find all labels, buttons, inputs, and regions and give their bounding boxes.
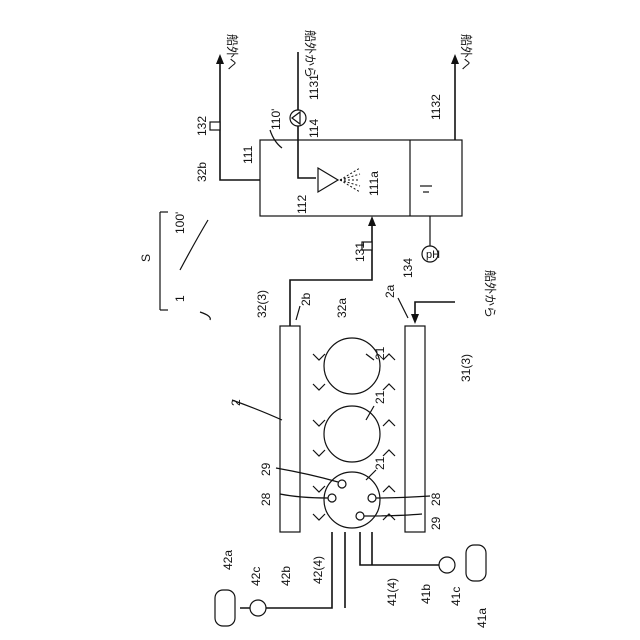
- label-1: 1: [173, 295, 187, 302]
- label-ph: pH: [426, 249, 440, 261]
- label-29-lower: 29: [429, 516, 443, 530]
- label-to-outboard-1: 船外へ: [225, 34, 239, 70]
- scrubber-tank-111: [260, 140, 462, 216]
- label-32b: 32b: [195, 162, 209, 182]
- label-21-middle: 21: [373, 390, 387, 404]
- label-41a: 41a: [475, 608, 489, 628]
- pump-41c: [439, 557, 455, 573]
- valve-28-left: [328, 494, 336, 502]
- label-32-3: 32(3): [255, 290, 269, 318]
- valve-29-lower: [356, 512, 364, 520]
- label-from-outboard-1: 船外から: [303, 30, 317, 78]
- label-21-bottom: 21: [373, 456, 387, 470]
- exhaust-manifold-2b: [280, 326, 300, 532]
- label-100: 100': [173, 212, 187, 234]
- label-41b: 41b: [419, 584, 433, 604]
- labels: S 1 100' 110' 111 111a 112 114 1131 1132…: [139, 30, 497, 628]
- label-21-top: 21: [373, 346, 387, 360]
- label-31-3: 31(3): [459, 354, 473, 382]
- sensor-132: [210, 122, 220, 130]
- label-1132: 1132: [429, 94, 443, 120]
- label-132: 132: [195, 116, 209, 136]
- pump-42c: [250, 600, 266, 616]
- exhaust-pipe-32: [290, 216, 376, 326]
- label-111a: 111a: [367, 171, 381, 196]
- intake-pipe-31: [411, 302, 455, 324]
- label-32a: 32a: [335, 298, 349, 318]
- valve-29-upper: [338, 480, 346, 488]
- label-41-4: 41(4): [385, 578, 399, 606]
- label-42a: 42a: [221, 550, 235, 570]
- label-2: 2: [229, 399, 243, 406]
- label-134: 134: [401, 258, 415, 278]
- label-42b: 42b: [279, 566, 293, 586]
- tank-41a: [466, 545, 486, 581]
- intake-manifold-2a: [405, 326, 425, 532]
- label-29-upper: 29: [259, 462, 273, 476]
- label-S: S: [139, 254, 153, 262]
- label-to-outboard-2: 船外へ: [459, 34, 473, 70]
- label-42-4: 42(4): [311, 556, 325, 584]
- engine: [280, 326, 425, 532]
- label-114: 114: [307, 119, 321, 138]
- label-112: 112: [295, 195, 309, 214]
- label-131: 131: [353, 242, 367, 262]
- cylinder-21-middle: [324, 406, 380, 462]
- label-41c: 41c: [449, 587, 463, 606]
- label-42c: 42c: [249, 567, 263, 586]
- cylinder-21-top: [324, 338, 380, 394]
- label-2b: 2b: [299, 292, 313, 306]
- label-28-right: 28: [429, 492, 443, 506]
- valve-28-right: [368, 494, 376, 502]
- label-111: 111: [241, 145, 255, 164]
- label-from-outboard-2: 船外から: [483, 270, 497, 318]
- tank-42a: [215, 590, 235, 626]
- label-28-left: 28: [259, 492, 273, 506]
- label-2a: 2a: [383, 284, 397, 298]
- label-110: 110': [269, 109, 283, 130]
